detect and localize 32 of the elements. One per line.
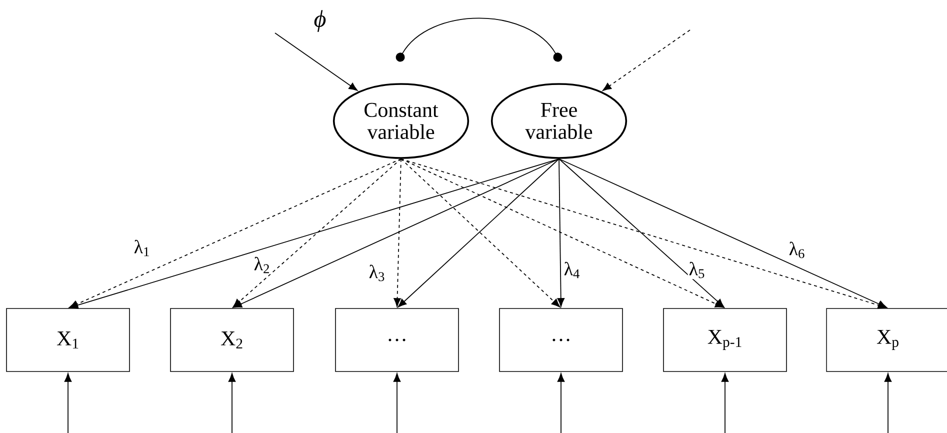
arrow (64, 373, 72, 433)
ellipse-node: Free variable (490, 83, 628, 159)
arrow (394, 158, 402, 307)
loading-label: λ$_{1}$ (132, 238, 152, 258)
arrow (557, 158, 565, 307)
variable-box: X$_{p}$ (826, 308, 947, 372)
arrow (721, 373, 729, 433)
arrow (557, 373, 565, 433)
arrow (400, 158, 887, 309)
arrow (884, 373, 892, 433)
connector-line (396, 18, 562, 62)
arrow (228, 373, 236, 433)
variable-box: X$_{1}$ (6, 308, 130, 372)
arrow (558, 158, 887, 308)
arrow (233, 158, 560, 308)
loading-label: λ$_{3}$ (368, 264, 386, 282)
arrow (69, 158, 560, 309)
variable-box: X$_{p-1}$ (663, 308, 787, 372)
edge-label: ϕ (314, 10, 326, 32)
loading-label: λ$_{5}$ (688, 260, 706, 280)
arrow (400, 158, 724, 308)
loading-label: λ$_{4}$ (562, 260, 582, 280)
arrow (274, 32, 358, 91)
loading-label: λ$_{2}$ (252, 256, 272, 274)
loading-label: λ$_{6}$ (788, 240, 806, 260)
arrow (558, 158, 724, 308)
ellipse-node: Constant variable (332, 83, 470, 159)
arrow (602, 30, 690, 91)
arrow (393, 373, 401, 433)
variable-box: … (499, 308, 623, 372)
variable-box: X$_{2}$ (170, 308, 294, 372)
variable-box: … (335, 308, 459, 372)
